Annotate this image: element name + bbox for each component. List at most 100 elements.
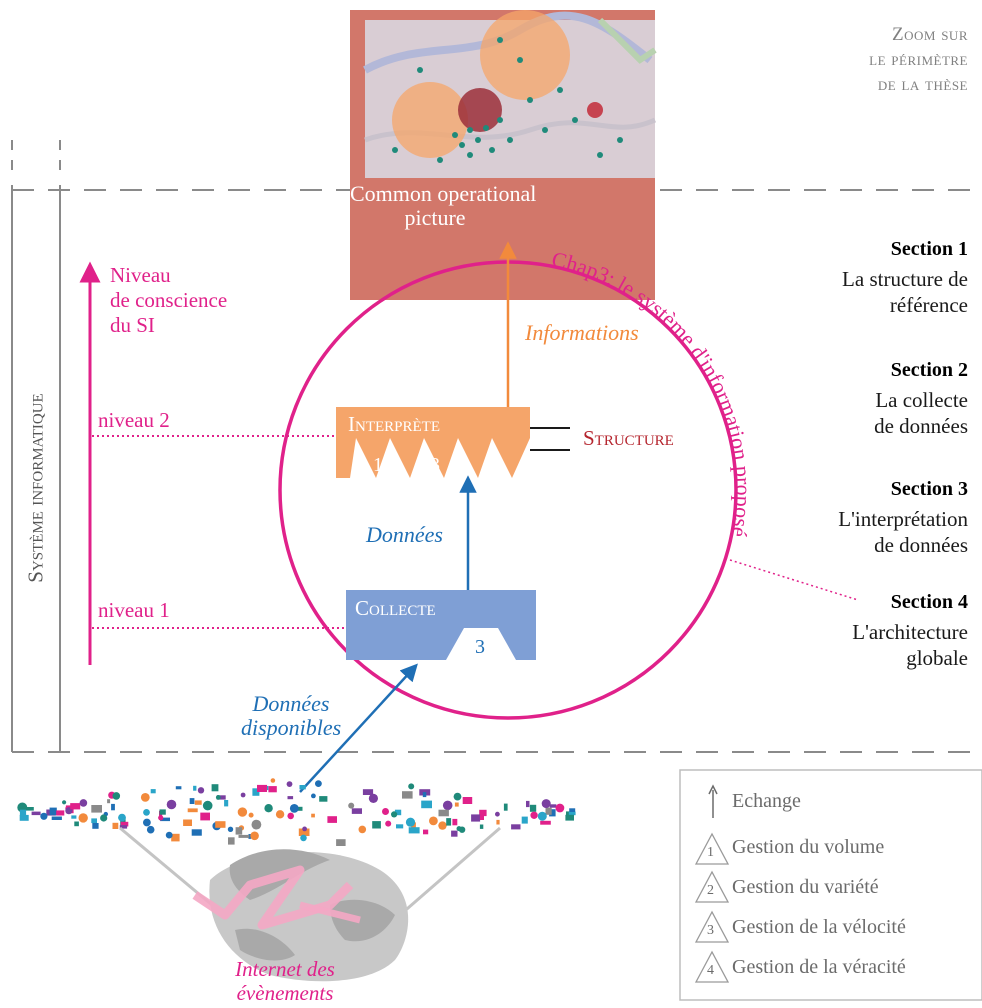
- cop-title-line2: picture: [404, 205, 466, 230]
- data-particle: [112, 822, 119, 829]
- data-particle: [471, 814, 481, 822]
- data-particle: [555, 803, 565, 813]
- interprete-badge-1: 1: [373, 454, 383, 476]
- data-particle: [408, 827, 420, 834]
- interprete-box: [336, 407, 530, 478]
- data-particle: [70, 803, 81, 810]
- data-particle: [160, 817, 170, 822]
- data-particle: [189, 798, 195, 804]
- data-particle: [511, 824, 521, 830]
- data-particle: [405, 817, 416, 827]
- data-particle: [530, 811, 538, 819]
- collecte-label: Collecte: [355, 596, 436, 620]
- section-2-text: La collecte de données: [874, 388, 968, 438]
- section-4-pointer: [729, 559, 859, 601]
- data-particle: [300, 834, 307, 842]
- data-particle: [100, 814, 108, 822]
- data-particle: [423, 829, 429, 835]
- donnees-disponibles-line2: disponibles: [241, 715, 342, 740]
- data-particle: [315, 780, 322, 787]
- data-particle: [402, 791, 413, 799]
- system-label: Système informatique: [23, 393, 48, 583]
- data-particle: [240, 792, 246, 798]
- data-particle: [235, 827, 243, 835]
- informations-label: Informations: [525, 320, 639, 345]
- data-particle: [227, 826, 234, 832]
- data-particle: [79, 799, 88, 807]
- data-particle: [202, 800, 213, 811]
- data-particle: [411, 822, 416, 830]
- data-particles: [17, 778, 576, 846]
- data-particle: [362, 789, 374, 795]
- data-particle: [197, 787, 205, 794]
- data-particle: [224, 800, 229, 807]
- data-particle: [438, 821, 447, 830]
- section-1-text: La structure de référence: [842, 267, 968, 317]
- section-4-text: L'architecture globale: [852, 620, 968, 670]
- zoom-label: Zoom sur le périmètre de la thèse: [869, 24, 968, 95]
- interprete-badge-4: 4: [458, 454, 468, 476]
- data-particle: [287, 796, 294, 800]
- data-particle: [250, 831, 259, 841]
- data-particle: [526, 800, 530, 808]
- data-particle: [31, 811, 41, 816]
- data-particle: [91, 818, 97, 824]
- data-particle: [442, 800, 453, 811]
- data-particle: [545, 807, 552, 815]
- data-particle: [191, 829, 202, 836]
- data-particle: [19, 809, 27, 816]
- data-particle: [165, 831, 173, 839]
- data-particle: [391, 811, 398, 818]
- data-particle: [479, 824, 484, 829]
- data-particle: [215, 795, 221, 800]
- data-particle: [143, 809, 150, 816]
- data-particle: [495, 811, 500, 817]
- data-particle: [458, 826, 466, 833]
- data-particle: [540, 820, 551, 825]
- data-particle: [446, 818, 452, 826]
- data-particle: [372, 821, 381, 829]
- data-particle: [311, 793, 316, 799]
- data-particle: [521, 816, 528, 824]
- data-particle: [479, 809, 487, 817]
- data-particle: [453, 792, 462, 801]
- data-particle: [216, 795, 226, 800]
- data-particle: [237, 807, 248, 817]
- legend-veracite: Gestion de la véracité: [732, 956, 906, 978]
- data-particle: [111, 803, 115, 811]
- data-particle: [569, 808, 576, 812]
- data-particle: [193, 785, 197, 791]
- section-3-text: L'interprétation de données: [838, 507, 968, 557]
- data-particle: [62, 800, 67, 805]
- section-3-head: Section 3: [890, 478, 968, 500]
- legend-badge-2: 2: [707, 883, 714, 898]
- data-particle: [92, 823, 99, 829]
- data-particle: [158, 815, 164, 821]
- donnees-label: Données: [366, 522, 443, 547]
- data-particle: [270, 778, 276, 783]
- donnees-disponibles-line1: Données: [252, 691, 330, 716]
- donnees-disponibles-arrow: [299, 663, 418, 793]
- data-particle: [286, 781, 293, 787]
- data-particle: [529, 804, 537, 812]
- data-particle: [319, 796, 328, 802]
- data-particle: [549, 804, 557, 808]
- structure-label: Structure: [583, 426, 674, 450]
- data-particle: [327, 816, 337, 823]
- data-particle: [51, 816, 62, 820]
- interprete-badge-3: 3: [430, 454, 440, 476]
- data-particle: [408, 783, 415, 790]
- section-2-head: Section 2: [890, 359, 968, 381]
- legend-badge-4: 4: [707, 963, 714, 978]
- data-particle: [257, 784, 267, 792]
- legend-velocite: Gestion de la vélocité: [732, 916, 906, 938]
- data-particle: [56, 810, 65, 816]
- legend-badge-1: 1: [707, 845, 714, 860]
- data-particle: [251, 819, 262, 830]
- cop-map-thumbnail: [363, 10, 657, 178]
- data-particle: [452, 818, 458, 826]
- data-particle: [302, 826, 307, 832]
- data-particle: [166, 799, 177, 810]
